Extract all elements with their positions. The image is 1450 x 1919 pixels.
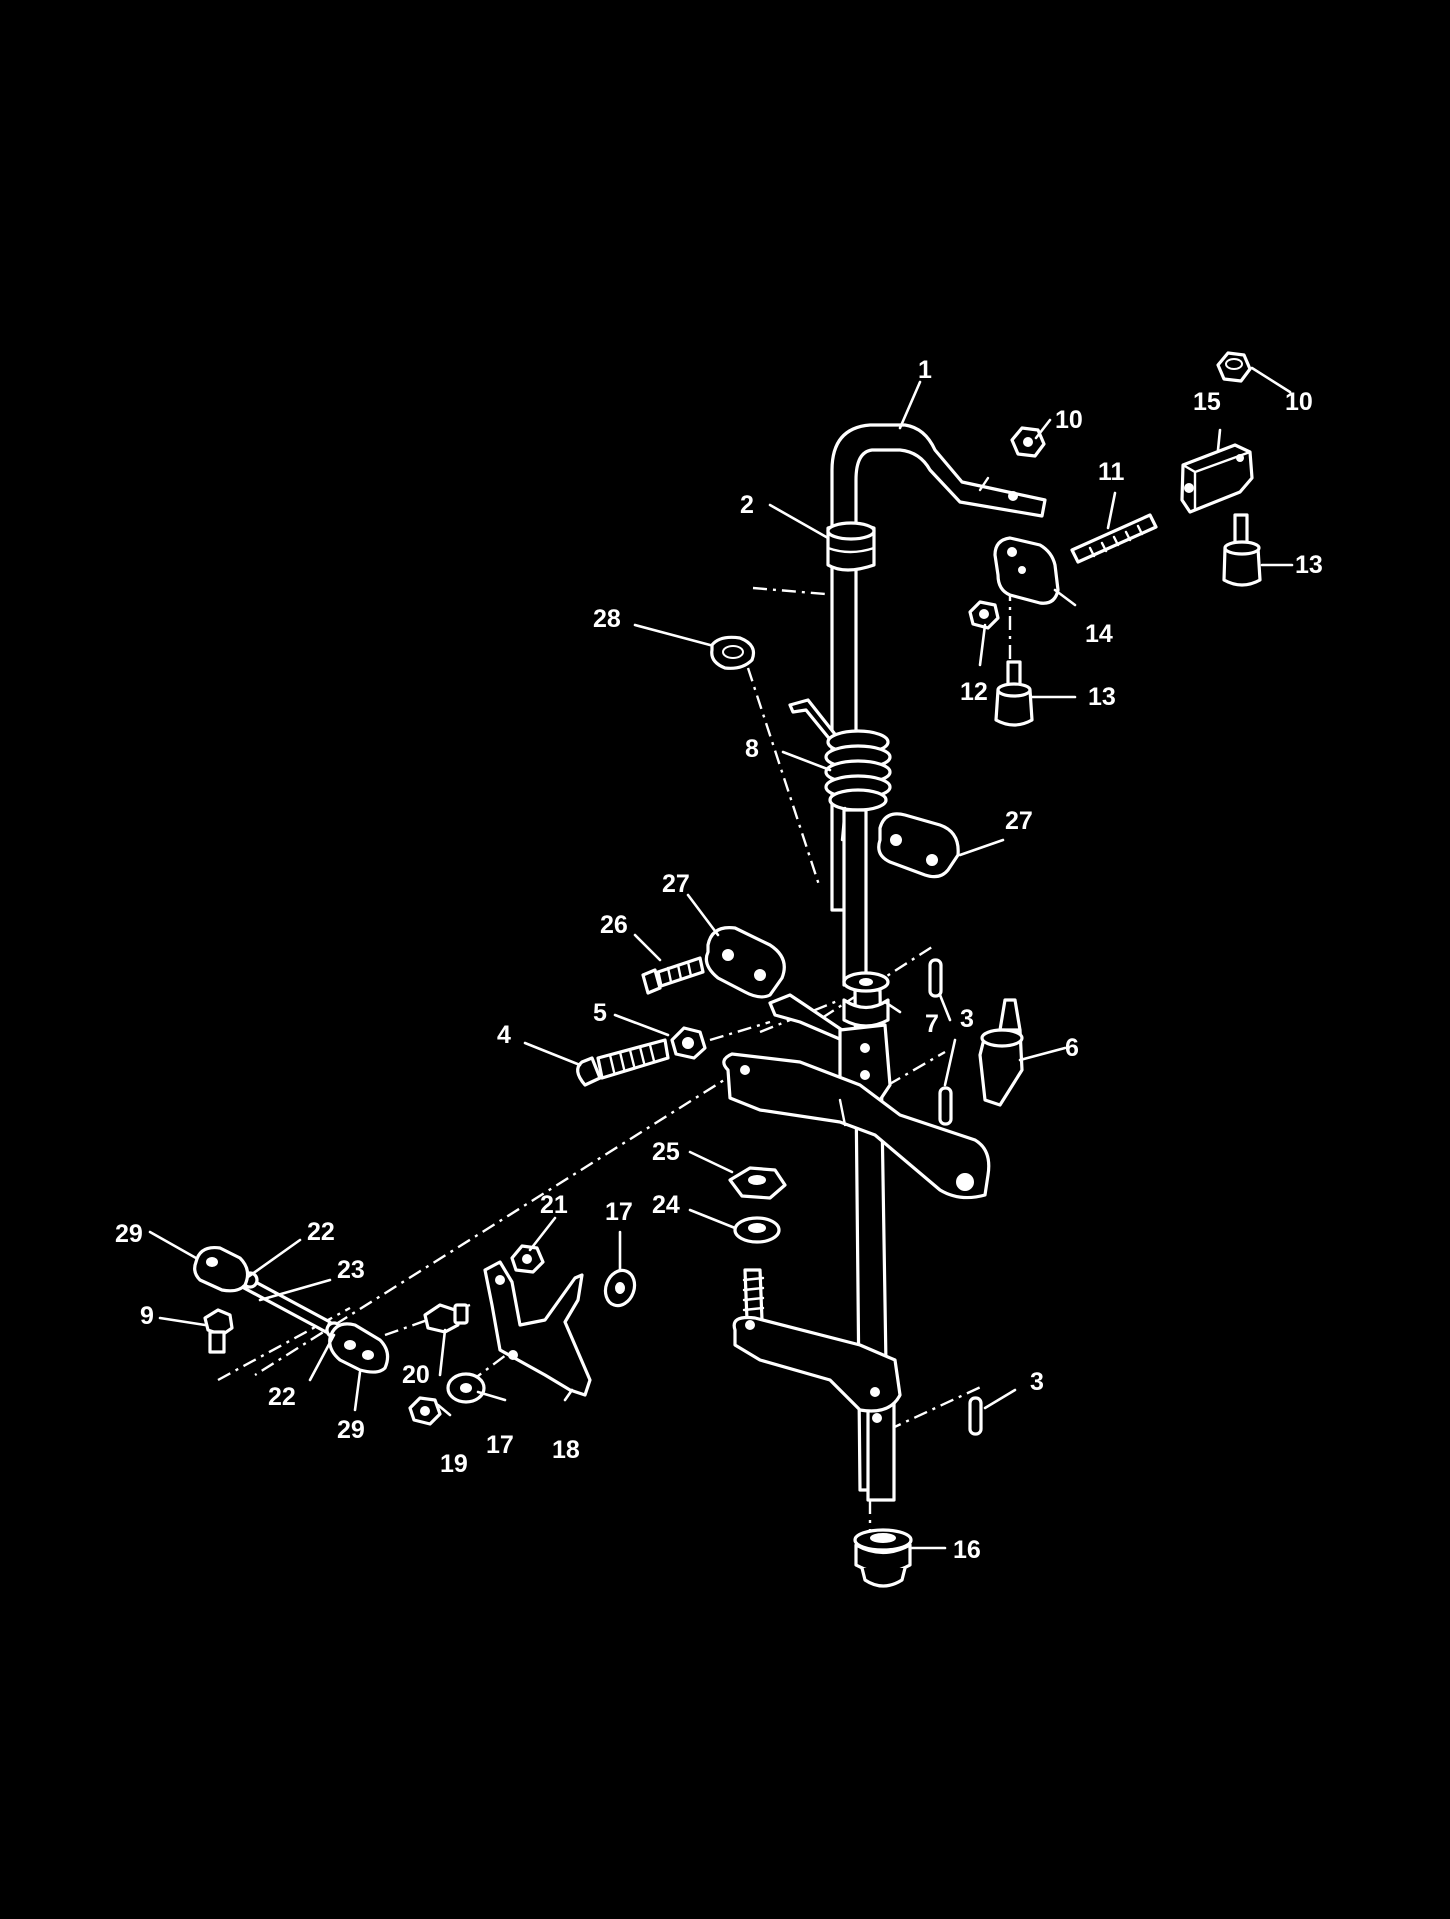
callout-6: 6 (1065, 1034, 1079, 1062)
part-7-bushing (842, 971, 890, 1028)
part-29-rod-end-upper (193, 1245, 250, 1293)
main-yoke-casting (722, 993, 991, 1200)
part-19-nut (408, 1396, 442, 1426)
part-24-washer (733, 1216, 781, 1244)
callout-4: 4 (497, 1021, 511, 1049)
callout-18: 18 (552, 1436, 580, 1464)
lower-lever (732, 1268, 902, 1423)
callout-2: 2 (740, 491, 754, 519)
callout-19: 19 (440, 1450, 468, 1478)
part-17-washer-upper (603, 1268, 637, 1308)
leader-lines (148, 366, 1294, 1550)
callout-22: 22 (268, 1383, 296, 1411)
part-13-shoulder-screw-right (1222, 513, 1262, 587)
part-26-screw (641, 956, 705, 995)
part-29-rod-end-lower (328, 1322, 390, 1374)
callout-5: 5 (593, 999, 607, 1027)
part-20-shoulder-bolt (423, 1303, 469, 1334)
part-13-shoulder-screw-left (994, 660, 1034, 727)
callout-8: 8 (745, 735, 759, 763)
part-14-clevis (993, 536, 1060, 605)
callout-13: 13 (1088, 683, 1116, 711)
part-10-nut-right (1216, 351, 1252, 383)
callout-23: 23 (337, 1256, 365, 1284)
callout-13: 13 (1295, 551, 1323, 579)
callout-3: 3 (1030, 1368, 1044, 1396)
callout-26: 26 (600, 911, 628, 939)
part-9-shoulder-bolt (203, 1308, 234, 1354)
part-27-clamp-lower (704, 926, 786, 999)
part-23-link-rod (242, 1276, 332, 1334)
part-17-washer-lower (446, 1372, 486, 1404)
callout-3: 3 (960, 1005, 974, 1033)
callout-12: 12 (960, 678, 988, 706)
callout-24: 24 (652, 1191, 680, 1219)
callout-25: 25 (652, 1138, 680, 1166)
part-3-roll-pin (928, 958, 983, 1436)
part-25-hex-nut (728, 1166, 787, 1200)
part-21-nut (510, 1244, 545, 1274)
part-6-pivot-pin (978, 998, 1024, 1107)
part-28-e-clip (710, 635, 756, 670)
callout-29: 29 (337, 1416, 365, 1444)
callout-16: 16 (953, 1536, 981, 1564)
part-2-collar (826, 521, 876, 572)
part-15-block (1180, 443, 1254, 514)
part-12-nut (968, 600, 1000, 630)
callout-17: 17 (605, 1198, 633, 1226)
callout-labels: 1 2 3 3 4 5 6 7 8 9 10 10 11 12 13 13 14… (115, 356, 1323, 1564)
callout-9: 9 (140, 1302, 154, 1330)
part-18-bracket (483, 1260, 592, 1397)
part-11-threaded-rod (1070, 513, 1158, 564)
callout-15: 15 (1193, 388, 1221, 416)
callout-17: 17 (486, 1431, 514, 1459)
callout-29: 29 (115, 1220, 143, 1248)
callout-1: 1 (918, 356, 932, 384)
callout-10: 10 (1055, 406, 1083, 434)
callout-21: 21 (540, 1191, 568, 1219)
callout-11: 11 (1098, 458, 1125, 486)
part-16-grommet (853, 1528, 913, 1588)
callout-10: 10 (1285, 388, 1313, 416)
part-10-nut-left (1010, 426, 1046, 458)
part-27-clamp-upper (877, 812, 960, 879)
callout-20: 20 (402, 1361, 430, 1389)
callout-22: 22 (307, 1218, 335, 1246)
callout-14: 14 (1085, 620, 1113, 648)
callout-27: 27 (1005, 807, 1033, 835)
callout-28: 28 (593, 605, 621, 633)
part-4-bolt (576, 1038, 670, 1087)
part-5-nut (670, 1026, 707, 1060)
callout-27: 27 (662, 870, 690, 898)
part-8-torsion-spring (788, 698, 892, 842)
callout-7: 7 (925, 1010, 939, 1038)
